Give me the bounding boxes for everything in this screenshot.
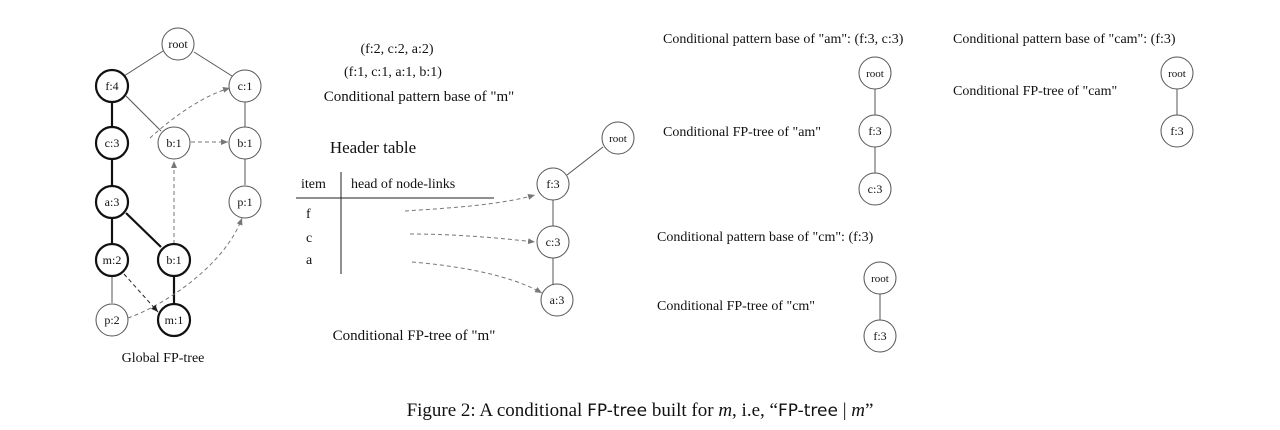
caption-end: ” [865, 400, 873, 421]
node-a3: a:3 [94, 184, 130, 220]
pattern-base-m-title: Conditional pattern base of "m" [324, 89, 515, 105]
cam-tree-label: Conditional FP-tree of "cam" [953, 84, 1117, 99]
svg-text:c:1: c:1 [238, 79, 253, 93]
cam-pattern-base: Conditional pattern base of "cam": (f:3) [953, 32, 1176, 47]
caption-suffix: , i.e, “ [732, 400, 778, 421]
svg-text:m:2: m:2 [103, 253, 122, 267]
caption-mid: built for [647, 400, 718, 421]
header-table: Header table item head of node-links f c… [296, 138, 494, 274]
node-b1-mid: b:1 [157, 126, 191, 160]
svg-text:root: root [168, 37, 188, 51]
cm-tree-label: Conditional FP-tree of "cm" [657, 299, 815, 314]
link-m2-to-m1 [123, 273, 159, 313]
global-tree-edges [110, 50, 246, 303]
edge-root-f4 [123, 50, 164, 77]
edge-f4-b1 [125, 95, 162, 132]
svg-text:root: root [866, 68, 884, 80]
node-b1-right: b:1 [228, 126, 262, 160]
svg-text:b:1: b:1 [166, 136, 181, 150]
node-f4: f:4 [94, 68, 130, 104]
global-tree-caption: Global FP-tree [122, 351, 205, 366]
cm-node-f3: f:3 [863, 319, 897, 353]
svg-text:a:3: a:3 [550, 293, 565, 307]
cm-tree: root f:3 [863, 261, 897, 353]
caption-m2: m [851, 400, 865, 421]
edge-root-c1 [193, 51, 233, 77]
cm-node-root: root [863, 261, 897, 295]
svg-text:a:3: a:3 [105, 195, 120, 209]
node-c3: c:3 [94, 125, 130, 161]
node-c1: c:1 [228, 69, 262, 103]
header-col-item: item [301, 177, 326, 192]
svg-text:f:3: f:3 [868, 124, 881, 138]
cm-pattern-base: Conditional pattern base of "cm": (f:3) [657, 230, 874, 245]
link-a-to-a3 [411, 261, 543, 294]
header-item-f: f [306, 207, 311, 222]
cam-tree: root f:3 [1160, 56, 1194, 148]
svg-text:b:1: b:1 [237, 136, 252, 150]
node-p1: p:1 [228, 185, 262, 219]
am-tree-label: Conditional FP-tree of "am" [663, 125, 821, 140]
caption-fp2: FP-tree [778, 401, 838, 421]
cond-tree-m: root f:3 c:3 a:3 [536, 121, 635, 317]
svg-text:b:1: b:1 [166, 253, 181, 267]
global-tree-nodes: root f:4 c:1 c:3 b:1 b:1 a:3 p:1 [94, 27, 262, 338]
node-m2: m:2 [94, 242, 130, 278]
m-node-f3: f:3 [536, 167, 570, 201]
svg-text:p:1: p:1 [237, 195, 252, 209]
am-node-f3: f:3 [858, 114, 892, 148]
node-root: root [161, 27, 195, 61]
svg-text:root: root [609, 133, 627, 145]
svg-text:m:1: m:1 [165, 313, 184, 327]
am-node-c3: c:3 [858, 172, 892, 206]
cond-tree-m-caption: Conditional FP-tree of "m" [333, 328, 496, 344]
svg-text:root: root [1168, 68, 1186, 80]
m-node-c3: c:3 [536, 225, 570, 259]
cam-node-root: root [1160, 56, 1194, 90]
pattern-base-m-line1: (f:2, c:2, a:2) [360, 42, 433, 57]
svg-text:c:3: c:3 [546, 235, 561, 249]
header-table-links [404, 194, 543, 294]
global-tree-node-links [123, 87, 243, 319]
pattern-base-m-line2: (f:1, c:1, a:1, b:1) [344, 65, 442, 80]
am-pattern-base: Conditional pattern base of "am": (f:3, … [663, 32, 904, 47]
svg-text:f:3: f:3 [1170, 124, 1183, 138]
caption-bar: | [838, 400, 851, 421]
header-table-title: Header table [330, 138, 416, 157]
caption-fp: FP-tree [587, 401, 647, 421]
svg-text:f:4: f:4 [105, 79, 118, 93]
link-f4-region-to-c1 [149, 87, 231, 139]
link-c-to-c3 [409, 233, 536, 245]
edge-root-f3-m [566, 146, 604, 176]
link-p2-to-p1 [127, 217, 243, 319]
header-item-c: c [306, 231, 312, 246]
svg-text:p:2: p:2 [104, 313, 119, 327]
svg-text:f:3: f:3 [546, 177, 559, 191]
am-node-root: root [858, 56, 892, 90]
node-m1: m:1 [156, 302, 192, 338]
m-node-root: root [601, 121, 635, 155]
svg-text:f:3: f:3 [873, 329, 886, 343]
svg-text:c:3: c:3 [105, 136, 120, 150]
header-col-links: head of node-links [351, 177, 455, 192]
figure-caption: Figure 2: A conditional FP-tree built fo… [407, 400, 874, 421]
m-node-a3: a:3 [540, 283, 574, 317]
svg-text:root: root [871, 273, 889, 285]
node-b1-low: b:1 [156, 242, 192, 278]
caption-m: m [718, 400, 732, 421]
cam-node-f3: f:3 [1160, 114, 1194, 148]
header-item-a: a [306, 253, 313, 268]
edge-a3-b1 [125, 212, 162, 248]
svg-text:c:3: c:3 [868, 182, 883, 196]
node-p2: p:2 [95, 303, 129, 337]
caption-prefix: Figure 2: A conditional [407, 400, 588, 421]
am-tree: root f:3 c:3 [858, 56, 892, 206]
link-f-to-f3 [404, 194, 536, 212]
